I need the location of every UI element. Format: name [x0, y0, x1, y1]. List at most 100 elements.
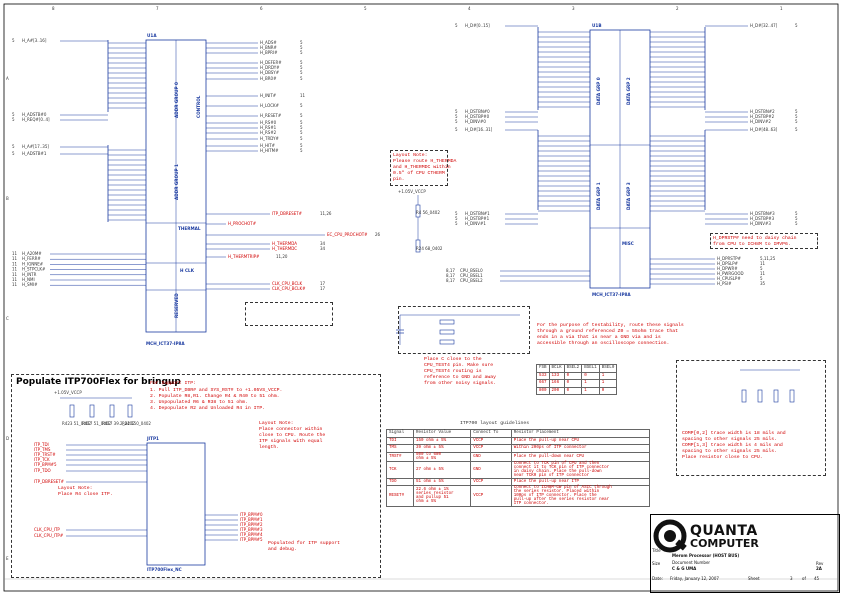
left-signal-net: H_NMI — [22, 277, 35, 282]
u1b-bus-in-net: H_DINV#1 — [465, 221, 486, 226]
test-cap-frame — [398, 306, 530, 354]
u1b-bus-in-net: H_DSTBP#0 — [465, 114, 490, 119]
itp-left-net: ITP_TDI — [34, 442, 49, 447]
thermal-net: CLK_CPU_BCLK — [272, 281, 302, 286]
left-signal-index: 11 — [12, 282, 18, 287]
u1b-bus-in-net: H_D#[16..31] — [465, 127, 493, 132]
of-label: of — [802, 576, 806, 581]
bsel-index: 8,17 — [446, 278, 455, 283]
itp-connector-body — [146, 442, 206, 566]
r24-label: R24 68_0402 — [416, 246, 443, 251]
table-cell: 0 — [563, 371, 583, 380]
thermda-note-frame — [390, 150, 448, 186]
itp-resistor-label: R417 39.2_0402 — [102, 421, 135, 426]
itp-left-net: ITP_TMS — [34, 447, 51, 452]
u1a-out-net: H_BR0# — [260, 76, 277, 81]
itp-rst-note: Layout Note: Place R4 close ITP. — [58, 486, 113, 497]
u1a-thermal-label: THERMAL — [178, 226, 201, 231]
u1b-bus-in-index: 5 — [455, 216, 458, 221]
table-cell: TRST# — [386, 451, 414, 462]
table-header-cell: Resistor Placement — [510, 429, 651, 438]
table-cell: RESET# — [386, 485, 414, 507]
left-signal-index: 11 — [12, 277, 18, 282]
thermal-index: 26 — [375, 232, 381, 237]
misc-index: 5 — [760, 276, 763, 281]
u1a-out-index: 5 — [300, 103, 303, 108]
u1b-bus-in-index: 5 — [455, 211, 458, 216]
company-name: QUANTA — [690, 523, 758, 539]
bus-in-index: 5 — [12, 38, 15, 43]
bsel-net: CPU_BSEL0 — [460, 268, 483, 273]
itp-section-frame — [11, 374, 381, 578]
itp-right-net: ITP_BPM#5 — [240, 537, 263, 542]
u1b-bus-in-net: H_DSTBN#1 — [465, 211, 490, 216]
title-value: Merom Processor (HOST BUS) — [672, 553, 740, 558]
border-mark-top: 1 — [780, 6, 783, 11]
left-signal-net: H_STPCLK# — [22, 267, 46, 272]
test-cap-cluster — [396, 314, 520, 345]
u1b-bus-out-net: H_D#[48..63] — [750, 127, 778, 132]
thermal-index: 34 — [320, 246, 326, 251]
table-header-cell: BSEL1 — [581, 364, 600, 373]
table-header-cell: BCLK — [548, 364, 565, 373]
u1a-out-net: H_RS#0 — [260, 120, 277, 125]
left-signal-net: H_A20M# — [22, 251, 42, 256]
u1b-bus-out-net: H_DSTBN#3 — [750, 211, 775, 216]
table-cell: 51 ohm ± 5% — [412, 477, 472, 486]
border-mark-side: B — [6, 196, 9, 201]
bus-in-net: H_ADSTB#0 — [22, 112, 47, 117]
test4-note: Place C close to the CPU_TEST4 pin. Make… — [424, 357, 496, 386]
u1a-out-index: 5 — [300, 136, 303, 141]
table-header-cell: FSB — [536, 364, 550, 373]
table-header-cell: BSEL0 — [598, 364, 618, 373]
itp-left-net: ITP_DBRESET# — [34, 479, 65, 484]
table-cell: 1 — [581, 379, 600, 388]
table-cell: 667 — [536, 379, 550, 388]
u1a-out-net: H_LOCK# — [260, 103, 280, 108]
title-block — [650, 514, 840, 593]
u1a-out-net: H_RESET# — [260, 113, 282, 118]
bus-in-net: H_A#[3..16] — [22, 38, 47, 43]
table-cell: 0 — [581, 371, 600, 380]
u1b-bus-out-index: 5 — [795, 23, 798, 28]
sheet-value: 3 — [790, 576, 793, 581]
u1a-out-index: 5 — [300, 148, 303, 153]
bus-in-index: 5 — [12, 112, 15, 117]
table-cell: 1 — [581, 386, 600, 395]
u1b-bus-in-index: 5 — [455, 23, 458, 28]
border-mark-side: D — [6, 436, 9, 441]
u1b-bus-in-index: 5 — [455, 119, 458, 124]
itp-layout-note: Layout Note: Place connector within clos… — [259, 421, 326, 450]
border-mark-top: 5 — [364, 6, 367, 11]
u1b-bus-in-net: H_D#[0..15] — [465, 23, 490, 28]
misc-net: H_DPSLP# — [717, 261, 739, 266]
u1a-out-net: H_INIT# — [260, 93, 277, 98]
table-cell: GND — [470, 451, 512, 462]
u1b-bus-out-index: 5 — [795, 109, 798, 114]
table-cell: VCCP — [470, 485, 512, 507]
table-cell: 500 to 680 ohm ± 5% — [412, 451, 472, 462]
bus-in-net: H_ADSTB#1 — [22, 151, 47, 156]
u1a-out-net: H_BNR# — [260, 45, 278, 50]
table-cell: 150 ohm ± 5% — [412, 436, 472, 445]
border-mark-top: 6 — [260, 6, 263, 11]
date-label: Date: — [652, 576, 663, 581]
u1b-data0-label: DATA GRP 0 — [596, 77, 601, 105]
quanta-logo-icon — [653, 519, 687, 553]
u1b-data2-label: DATA GRP 2 — [626, 77, 631, 105]
table-cell: 200 — [548, 386, 565, 395]
itp-right-net: ITP_BPM#4 — [240, 532, 263, 537]
thermal-index: 17 — [320, 281, 326, 286]
dprstp-note-frame — [710, 233, 818, 249]
thermal-net: EC_CPU_PROCHOT# — [327, 232, 368, 237]
u1b-data3-label: DATA GRP 3 — [626, 182, 631, 210]
u1a-out-net: H_DBSY# — [260, 70, 280, 75]
u1b-part: MCH_ICT37-IP8A — [592, 292, 631, 297]
u1b-bus-out-net: H_DINV#3 — [750, 221, 771, 226]
table-cell: VCCP — [470, 436, 512, 445]
left-signal-index: 11 — [12, 261, 18, 266]
border-mark-side: E — [6, 556, 9, 561]
